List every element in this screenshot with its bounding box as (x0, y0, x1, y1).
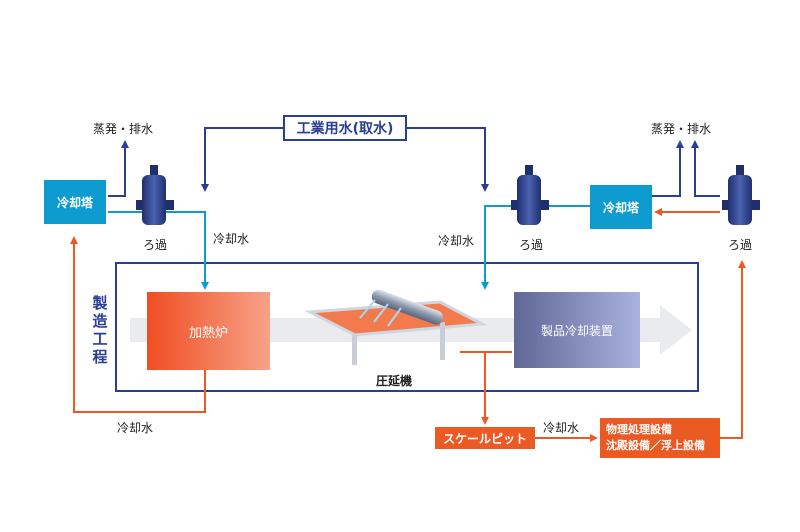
treatment-facility-box: 物理処理設備 沈殿設備／浮上設備 (600, 418, 720, 458)
filter-right-icon (722, 165, 760, 225)
cooling-tower-right: 冷却塔 (590, 185, 652, 229)
coolwater-bottom-left-label: 冷却水 (117, 421, 154, 435)
rolling-mill-label: 圧延機 (376, 374, 413, 388)
filter-left-label: ろ過 (143, 238, 168, 252)
intake-right-line (407, 127, 489, 192)
industrial-water-intake-box: 工業用水(取水) (283, 115, 407, 141)
evap-left-label: 蒸発・排水 (93, 122, 154, 136)
product-cooler-box: 製品冷却装置 (514, 292, 640, 368)
coolwater-bottom-right-label: 冷却水 (543, 421, 580, 435)
filter-mid-label: ろ過 (519, 238, 544, 252)
heating-furnace-box: 加熱炉 (147, 292, 270, 370)
process-label: 製造工程 (92, 294, 108, 366)
coolwater-left-top-label: 冷却水 (213, 232, 250, 246)
treatment-line1: 物理処理設備 (606, 423, 672, 436)
treatment-return-line (720, 260, 746, 439)
coolwater-left-line (108, 211, 209, 290)
treatment-line2: 沈殿設備／浮上設備 (606, 439, 705, 452)
filter-right-label: ろ過 (728, 238, 753, 252)
process-frame (115, 262, 699, 392)
rolling-mill-icon (304, 289, 488, 365)
intake-left-line (201, 127, 283, 192)
pit-inflow-line (460, 351, 512, 423)
return-left-line (70, 236, 206, 413)
scale-pit-box: スケールピット (435, 427, 535, 449)
evap-left-arrow (108, 140, 129, 197)
cooling-tower-left: 冷却塔 (44, 180, 106, 224)
coolwater-mid-label: 冷却水 (438, 234, 475, 248)
coolwater-mid-line (481, 205, 590, 290)
filter-mid-icon (511, 165, 549, 225)
filter-left-icon (136, 165, 174, 225)
evap-right-label: 蒸発・排水 (651, 122, 712, 136)
evap-right-arrow-1 (652, 140, 684, 197)
evap-right-arrow-2 (691, 140, 720, 197)
